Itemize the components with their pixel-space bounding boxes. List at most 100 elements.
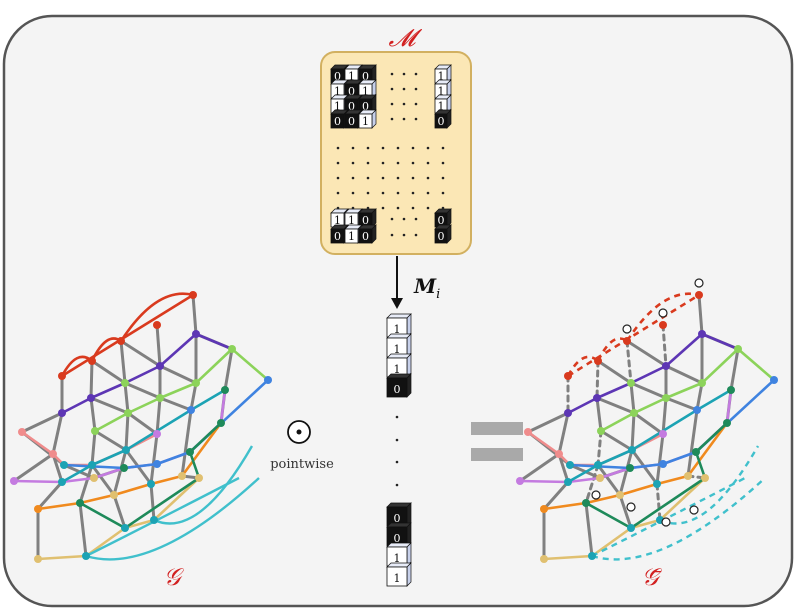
graph-node (121, 379, 129, 387)
bit-label: 0 (334, 70, 341, 83)
graph-node (58, 478, 66, 486)
masked-node (694, 278, 704, 288)
bit-label: 1 (394, 552, 401, 565)
graph-node (195, 474, 203, 482)
matrix-cube: 1 (358, 109, 377, 129)
equals-icon-bottom (471, 448, 523, 461)
graph-node (192, 330, 200, 338)
graph-node (87, 394, 95, 402)
graph-node (192, 379, 200, 387)
graph-node (58, 372, 66, 380)
graph-node (178, 472, 186, 480)
graph-node (88, 461, 96, 469)
matrix-cube: 0 (434, 224, 452, 244)
masked-node (658, 308, 668, 318)
graph-node (659, 321, 667, 329)
graph-node (264, 376, 272, 384)
pointwise-label: pointwise (270, 457, 334, 472)
vector-cube: 1 (386, 562, 412, 587)
graph-node (564, 372, 572, 380)
bit-label: 0 (334, 230, 341, 243)
mask-vector-label: Mi (413, 274, 440, 302)
graph-node (698, 379, 706, 387)
input-hypergraph (10, 291, 272, 563)
graph-node (566, 461, 574, 469)
bit-label: 1 (438, 70, 445, 83)
matrix-cube: 0 (358, 224, 377, 244)
masked-node (661, 517, 671, 527)
matrix-cube: 0 (358, 208, 377, 228)
graph-node (524, 428, 532, 436)
matrix-cube: 0 (358, 64, 377, 84)
bit-label: 1 (438, 100, 445, 113)
masked-node (591, 490, 601, 500)
graph-node (627, 524, 635, 532)
graph-node (623, 337, 631, 345)
graph-node (659, 460, 667, 468)
graph-node (695, 291, 703, 299)
bit-label: 0 (348, 115, 355, 128)
bit-label: 0 (438, 115, 445, 128)
graph-node (189, 291, 197, 299)
bit-label: 0 (362, 70, 369, 83)
graph-node (124, 409, 132, 417)
bit-label: 0 (362, 230, 369, 243)
matrix-cube: 1 (434, 64, 452, 84)
masked-node (689, 505, 699, 515)
masked-hypergraph (516, 278, 778, 563)
bit-label: 1 (334, 100, 341, 113)
bit-label: 1 (348, 230, 355, 243)
graph-node (597, 427, 605, 435)
graph-node (82, 552, 90, 560)
bit-label: 0 (394, 383, 401, 396)
masked-node (626, 502, 636, 512)
graph-node (626, 464, 634, 472)
graph-node (693, 406, 701, 414)
graph-node (76, 499, 84, 507)
masked-node (622, 324, 632, 334)
bit-label: 1 (348, 70, 355, 83)
bit-label: 0 (394, 532, 401, 545)
graph-node (564, 409, 572, 417)
graph-node (593, 394, 601, 402)
graph-node (627, 379, 635, 387)
graph-node (110, 491, 118, 499)
graph-node (692, 448, 700, 456)
graph-node (653, 480, 661, 488)
graph-node (221, 386, 229, 394)
graph-node (684, 472, 692, 480)
graph-node (564, 478, 572, 486)
bit-label: 1 (438, 85, 445, 98)
graph-node (727, 386, 735, 394)
vector-cube: 1 (386, 353, 412, 378)
graph-node (34, 555, 42, 563)
bit-label: 1 (362, 115, 369, 128)
graph-node (662, 394, 670, 402)
matrix-cube: 0 (434, 208, 452, 228)
graph-node (120, 464, 128, 472)
vector-cube: 0 (386, 373, 412, 398)
bit-label: 1 (394, 572, 401, 585)
graph-node (186, 448, 194, 456)
graph-node (540, 555, 548, 563)
graph-node (156, 394, 164, 402)
graph-node (628, 446, 636, 454)
graph-node (734, 345, 742, 353)
input-graph-label: 𝒢 (163, 563, 184, 591)
bit-label: 0 (348, 85, 355, 98)
mask-matrix-ellipsis (336, 72, 445, 237)
graph-node (616, 491, 624, 499)
graph-node (153, 430, 161, 438)
vector-cube: 1 (386, 333, 412, 358)
bit-label: 0 (334, 115, 341, 128)
selection-arrow-head (391, 298, 403, 309)
graph-node (18, 428, 26, 436)
bit-label: 1 (394, 323, 401, 336)
matrix-cube: 0 (434, 109, 452, 129)
bit-label: 0 (438, 230, 445, 243)
vector-cube: 0 (386, 522, 412, 547)
graph-node (516, 477, 524, 485)
graph-node (659, 430, 667, 438)
